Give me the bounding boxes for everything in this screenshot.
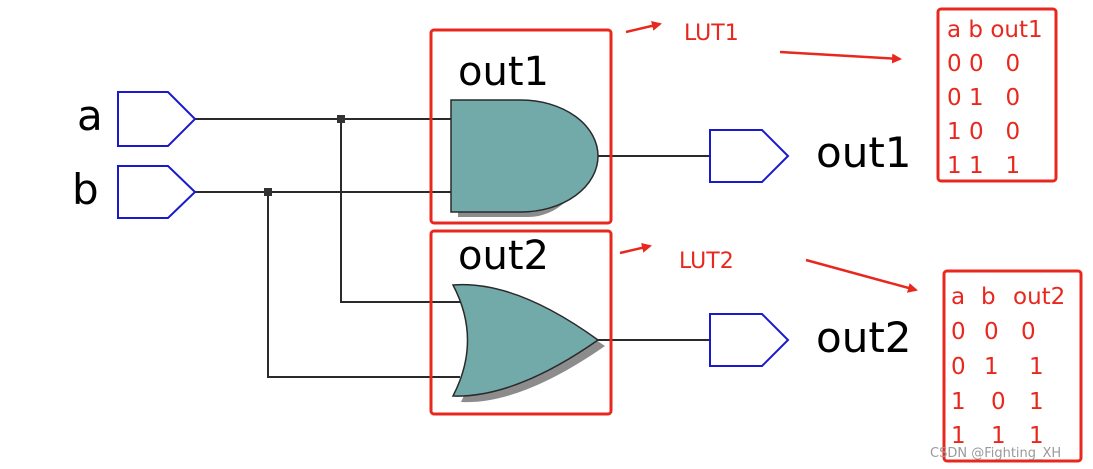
table2-cell: 1 bbox=[984, 354, 999, 380]
wire-a-to-or bbox=[340, 119, 460, 303]
input-port-b bbox=[117, 165, 197, 219]
lut1-highlight-box bbox=[429, 28, 613, 225]
output-port-out2 bbox=[709, 313, 790, 367]
input-label-a: a bbox=[77, 91, 103, 140]
lut2-label: LUT2 bbox=[679, 249, 734, 274]
table2-cell: 0 bbox=[1021, 319, 1036, 345]
truth-table-out2: a b out2 0 0 0 0 1 1 1 0 1 1 1 1 bbox=[942, 269, 1083, 463]
output-label-out2: out2 bbox=[816, 313, 912, 362]
or-gate-label: out2 bbox=[458, 233, 549, 279]
input-label-b: b bbox=[72, 165, 99, 214]
table1-row: 1 0 0 bbox=[947, 119, 1020, 145]
input-port-a bbox=[117, 91, 197, 147]
table1-row: 1 1 1 bbox=[947, 153, 1020, 179]
wire-b-to-or bbox=[267, 192, 460, 378]
lut2-to-table-arrow bbox=[805, 258, 918, 293]
table1-header: a b out1 bbox=[947, 17, 1043, 43]
table2-header-b: b bbox=[981, 284, 996, 310]
table2-cell: 1 bbox=[951, 423, 966, 449]
table2-cell: 1 bbox=[991, 423, 1006, 449]
lut2-highlight-box bbox=[429, 229, 613, 416]
wires bbox=[195, 118, 710, 378]
junction-dot-a bbox=[337, 115, 345, 123]
table2-cell: 0 bbox=[951, 354, 966, 380]
and-gate-label: out1 bbox=[458, 49, 549, 95]
table2-cell: 0 bbox=[991, 389, 1006, 415]
table1-row: 0 0 0 bbox=[947, 51, 1020, 77]
lut1-arrow bbox=[625, 20, 662, 34]
table2-cell: 1 bbox=[1029, 389, 1044, 415]
lut2-arrow bbox=[619, 242, 652, 255]
output-label-out1: out1 bbox=[816, 128, 912, 177]
output-port-out1 bbox=[709, 129, 790, 183]
watermark: CSDN @Fighting_XH bbox=[930, 446, 1061, 461]
table2-cell: 0 bbox=[951, 319, 966, 345]
table2-cell: 1 bbox=[1029, 354, 1044, 380]
or-gate bbox=[451, 283, 605, 403]
lut1-label: LUT1 bbox=[684, 21, 739, 46]
table2-cell: 0 bbox=[984, 319, 999, 345]
table2-header-a: a bbox=[951, 284, 965, 310]
table2-header-out2: out2 bbox=[1013, 284, 1065, 310]
and-gate bbox=[450, 99, 599, 217]
junction-dot-b bbox=[264, 188, 272, 196]
lut1-to-table-arrow bbox=[779, 50, 902, 64]
table2-cell: 1 bbox=[1029, 423, 1044, 449]
truth-table-out1: a b out1 0 0 0 0 1 0 1 0 0 1 1 1 bbox=[936, 7, 1058, 183]
table2-cell: 1 bbox=[951, 389, 966, 415]
table1-row: 0 1 0 bbox=[947, 85, 1020, 111]
